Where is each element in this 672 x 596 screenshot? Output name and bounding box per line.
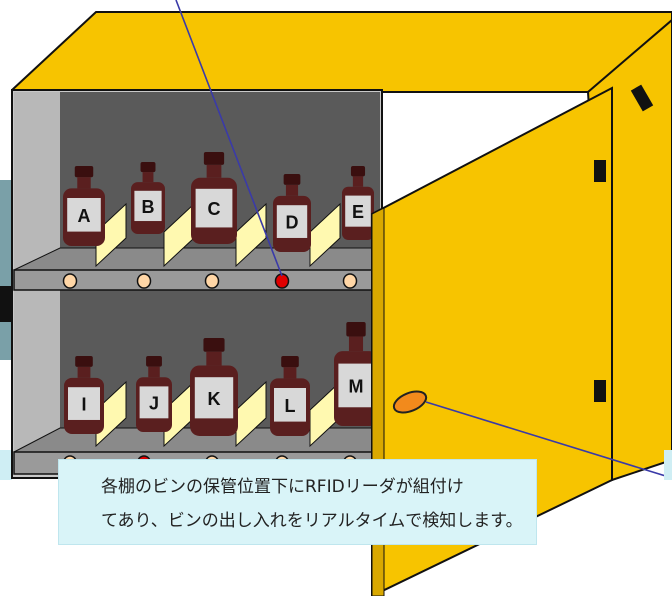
bottle-c: C bbox=[191, 152, 237, 244]
dividers-lower bbox=[95, 380, 341, 448]
bottle-letter: M bbox=[349, 376, 364, 396]
caption-line-2: てあり、ビンの出し入れをリアルタイムで検知します。 bbox=[101, 511, 523, 531]
caption-line-1: 各棚のビンの保管位置下にRFIDリーダが組付け bbox=[101, 477, 464, 497]
door-reader bbox=[392, 390, 428, 414]
left-teal-strip bbox=[0, 450, 12, 480]
bottle-neck bbox=[348, 336, 364, 352]
bottle-label-patch bbox=[195, 188, 233, 228]
dividers-upper bbox=[95, 202, 341, 268]
bottle-k: K bbox=[190, 338, 238, 436]
cabinet-top bbox=[11, 11, 672, 93]
bottle-label-patch bbox=[139, 386, 169, 419]
bottle-e: E bbox=[342, 166, 374, 240]
bottle-label-patch bbox=[134, 190, 162, 222]
bottle-m: M bbox=[334, 322, 378, 426]
bottle-cap bbox=[281, 356, 299, 368]
rfid-sensor-top-4 bbox=[274, 273, 290, 289]
bottle-label-patch bbox=[276, 205, 308, 238]
bottle-label-patch bbox=[68, 387, 100, 420]
bottle-letter: D bbox=[286, 213, 299, 233]
rfid-sensor-top-5 bbox=[342, 273, 358, 289]
right-teal-box bbox=[664, 450, 672, 480]
bottle-label-patch bbox=[67, 198, 101, 232]
bottle-letter: K bbox=[208, 389, 221, 409]
pointer-line-top bbox=[175, 0, 283, 277]
bottle-letter: I bbox=[81, 395, 86, 415]
bottle-cap bbox=[283, 174, 301, 185]
bottle-neck bbox=[142, 172, 154, 183]
caption-box: 各棚のビンの保管位置下にRFIDリーダが組付け てあり、ビンの出し入れをリアルタ… bbox=[58, 459, 537, 545]
rfid-sensor-top-2 bbox=[136, 273, 152, 289]
bottle-d: D bbox=[273, 174, 311, 252]
bottle-label-patch bbox=[194, 377, 234, 419]
bottle-label-patch bbox=[338, 363, 374, 408]
bottle-letter: B bbox=[142, 197, 155, 217]
bottle-label-patch bbox=[345, 195, 371, 227]
pointer-line-door bbox=[425, 401, 672, 479]
bottle-neck bbox=[283, 367, 297, 379]
bottle-cap bbox=[75, 356, 93, 367]
bottle-letter: C bbox=[208, 199, 221, 219]
bottle-letter: A bbox=[78, 206, 91, 226]
bottle-letter: E bbox=[352, 202, 364, 222]
rfid-sensor-top-3 bbox=[204, 273, 220, 289]
bottle-letter: J bbox=[149, 393, 159, 413]
side-handle-top bbox=[630, 84, 654, 112]
bottle-neck bbox=[206, 351, 222, 366]
bottle-neck bbox=[352, 176, 364, 187]
bottle-neck bbox=[206, 164, 222, 178]
bottle-i: I bbox=[64, 356, 104, 434]
bottle-cap bbox=[74, 166, 94, 178]
bottle-cap bbox=[140, 162, 156, 173]
bottle-cap bbox=[350, 166, 366, 177]
bottle-cap bbox=[146, 356, 162, 367]
rfid-sensor-top-1 bbox=[62, 273, 78, 289]
bottle-j: J bbox=[136, 356, 172, 432]
bottles-layer: A B C D E I J K L M bbox=[63, 152, 378, 436]
bottle-neck bbox=[285, 184, 299, 196]
bottle-letter: L bbox=[285, 396, 296, 416]
bottle-cap bbox=[346, 322, 366, 337]
bottle-cap bbox=[203, 338, 225, 352]
bottle-a: A bbox=[63, 166, 105, 246]
bottle-cap bbox=[203, 152, 225, 165]
bottle-neck bbox=[77, 177, 91, 189]
bottle-label-patch bbox=[274, 388, 306, 422]
bottle-l: L bbox=[270, 356, 310, 436]
hinge-top bbox=[594, 160, 606, 182]
bottle-neck bbox=[77, 366, 91, 378]
bottle-b: B bbox=[131, 162, 165, 234]
hinge-bottom bbox=[594, 380, 606, 402]
bottle-neck bbox=[148, 366, 160, 378]
